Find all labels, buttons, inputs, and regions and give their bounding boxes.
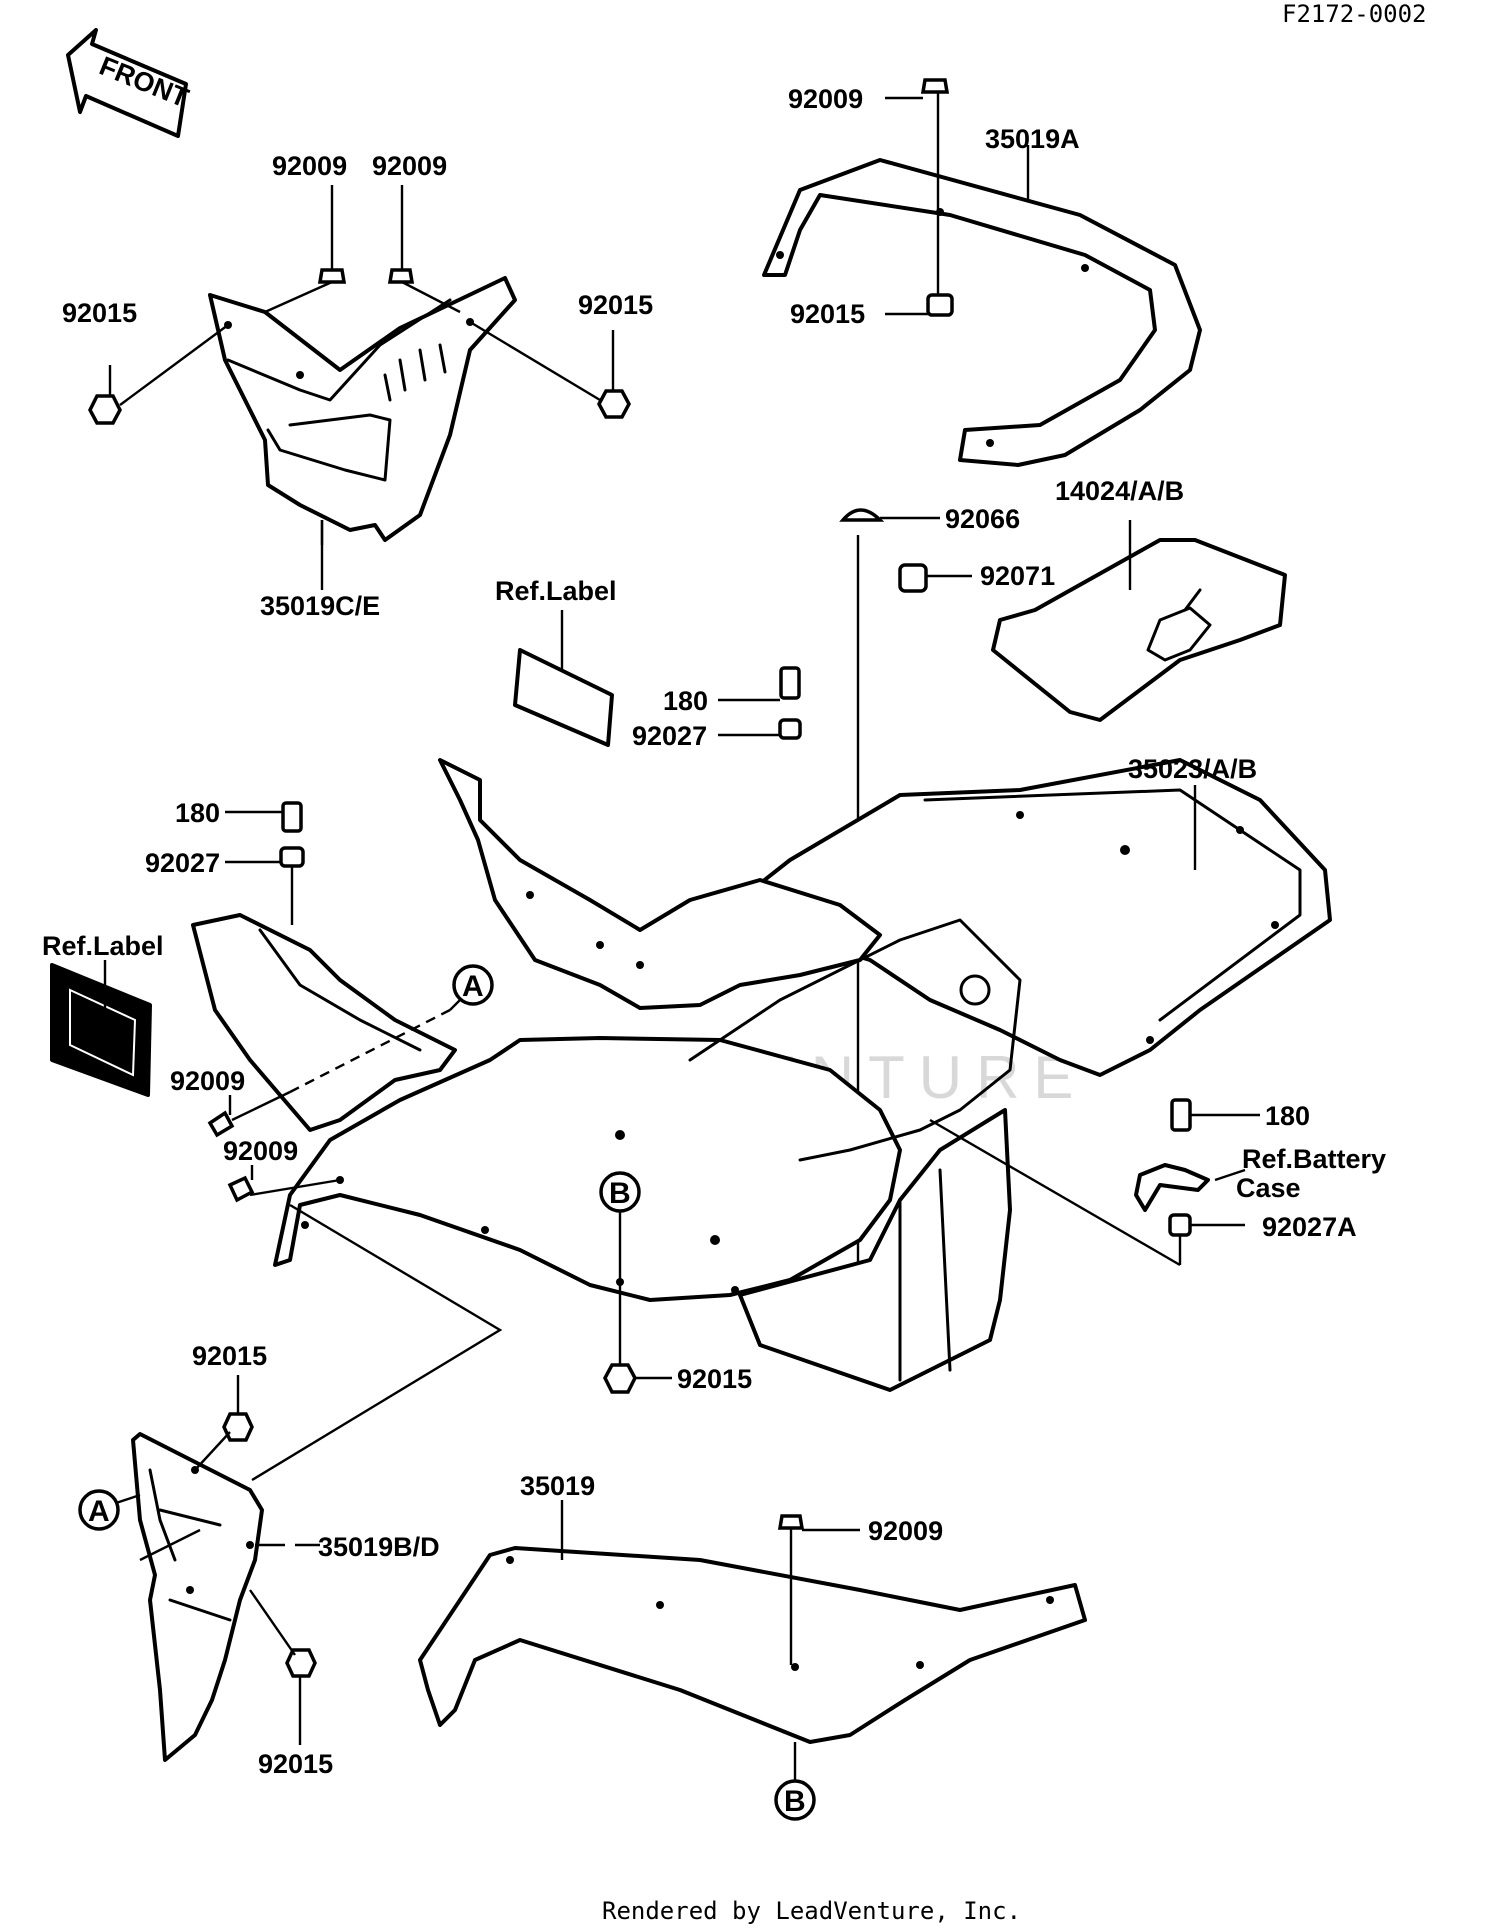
plug-92066[interactable]	[839, 508, 885, 522]
marker-a-lower: A	[78, 1489, 120, 1531]
callout-180-right: 180	[1265, 1101, 1310, 1131]
callout-92071: 92071	[980, 561, 1055, 591]
front-guard-35019bd[interactable]	[131, 1432, 264, 1762]
callout-92066: 92066	[945, 504, 1020, 534]
bolt-92009-top[interactable]	[920, 78, 950, 94]
callout-92015-left-b: 92015	[578, 290, 653, 320]
callout-92009-left-a: 92009	[272, 151, 347, 181]
marker-a-upper: A	[452, 964, 494, 1006]
callout-92009-bottom: 92009	[868, 1516, 943, 1546]
washer-92027-mid[interactable]	[778, 718, 802, 740]
callout-92027-left: 92027	[145, 848, 220, 878]
marker-b-lower-label: B	[784, 1785, 806, 1818]
callout-92009-side-a: 92009	[170, 1066, 245, 1096]
washer-92027-left[interactable]	[279, 846, 305, 868]
ref-battery-line2: Case	[1236, 1173, 1301, 1203]
nut-92015-lower-left-b[interactable]	[285, 1648, 317, 1678]
grommet-92071[interactable]	[898, 563, 928, 593]
battery-bracket	[1134, 1163, 1210, 1212]
ref-label-plate-top	[513, 648, 614, 747]
callout-14024: 14024/A/B	[1055, 476, 1184, 506]
bolt-180-right[interactable]	[1170, 1098, 1192, 1132]
bolt-180-mid[interactable]	[779, 666, 801, 700]
front-arrow: FRONT	[66, 28, 193, 138]
callout-35019a: 35019A	[985, 124, 1080, 154]
diagram-code: F2172-0002	[1282, 0, 1427, 28]
callout-92015-bottom-center: 92015	[677, 1364, 752, 1394]
callout-35019ce: 35019C/E	[260, 591, 380, 621]
callout-35023: 35023/A/B	[1128, 754, 1257, 784]
marker-b-upper-label: B	[609, 1177, 631, 1210]
callout-92015-left-a: 92015	[62, 298, 137, 328]
marker-a-upper-label: A	[462, 970, 484, 1003]
bolt-92009-side-a[interactable]	[207, 1110, 235, 1138]
callout-92015-lower-left-b: 92015	[258, 1749, 333, 1779]
marker-a-lower-label: A	[88, 1495, 110, 1528]
ref-battery-line1: Ref.Battery	[1242, 1144, 1386, 1174]
callout-180-mid: 180	[663, 686, 708, 716]
bolt-92009-bottom[interactable]	[777, 1514, 805, 1530]
marker-b-upper: B	[599, 1171, 641, 1213]
callout-92027A: 92027A	[1262, 1212, 1357, 1242]
nut-92015-left-b[interactable]	[597, 389, 631, 419]
ref-label-plate-left	[50, 963, 152, 1097]
cover-lid-14024[interactable]	[991, 538, 1287, 722]
bolt-92009-left-a[interactable]	[317, 268, 347, 284]
callout-180-left: 180	[175, 798, 220, 828]
marker-b-lower: B	[774, 1779, 816, 1821]
main-fender-35023[interactable]	[191, 758, 1332, 1392]
callout-35019bd: 35019B/D	[318, 1532, 440, 1562]
washer-92027A[interactable]	[1168, 1213, 1192, 1237]
footer-credit: Rendered by LeadVenture, Inc.	[602, 1897, 1021, 1925]
nut-92015-bottom-center[interactable]	[603, 1363, 637, 1394]
bolt-92009-left-b[interactable]	[387, 268, 415, 284]
callout-92009-side-b: 92009	[223, 1136, 298, 1166]
callout-35019: 35019	[520, 1471, 595, 1501]
callout-92009-top: 92009	[788, 84, 863, 114]
nut-92015-top[interactable]	[926, 293, 954, 317]
nut-92015-lower-left-a[interactable]	[222, 1412, 254, 1442]
callout-92015-lower-left-a: 92015	[192, 1341, 267, 1371]
fender-flare-35019[interactable]	[418, 1546, 1087, 1744]
callout-92009-left-b: 92009	[372, 151, 447, 181]
ref-label-left: Ref.Label	[42, 931, 164, 961]
front-fender-guard-35019ce[interactable]	[208, 276, 517, 542]
bolt-180-left[interactable]	[281, 801, 303, 833]
callout-92015-top: 92015	[790, 299, 865, 329]
nut-92015-left-a[interactable]	[88, 394, 122, 425]
ref-label-top: Ref.Label	[495, 576, 617, 606]
bolt-92009-side-b[interactable]	[227, 1175, 255, 1203]
callout-92027-mid: 92027	[632, 721, 707, 751]
